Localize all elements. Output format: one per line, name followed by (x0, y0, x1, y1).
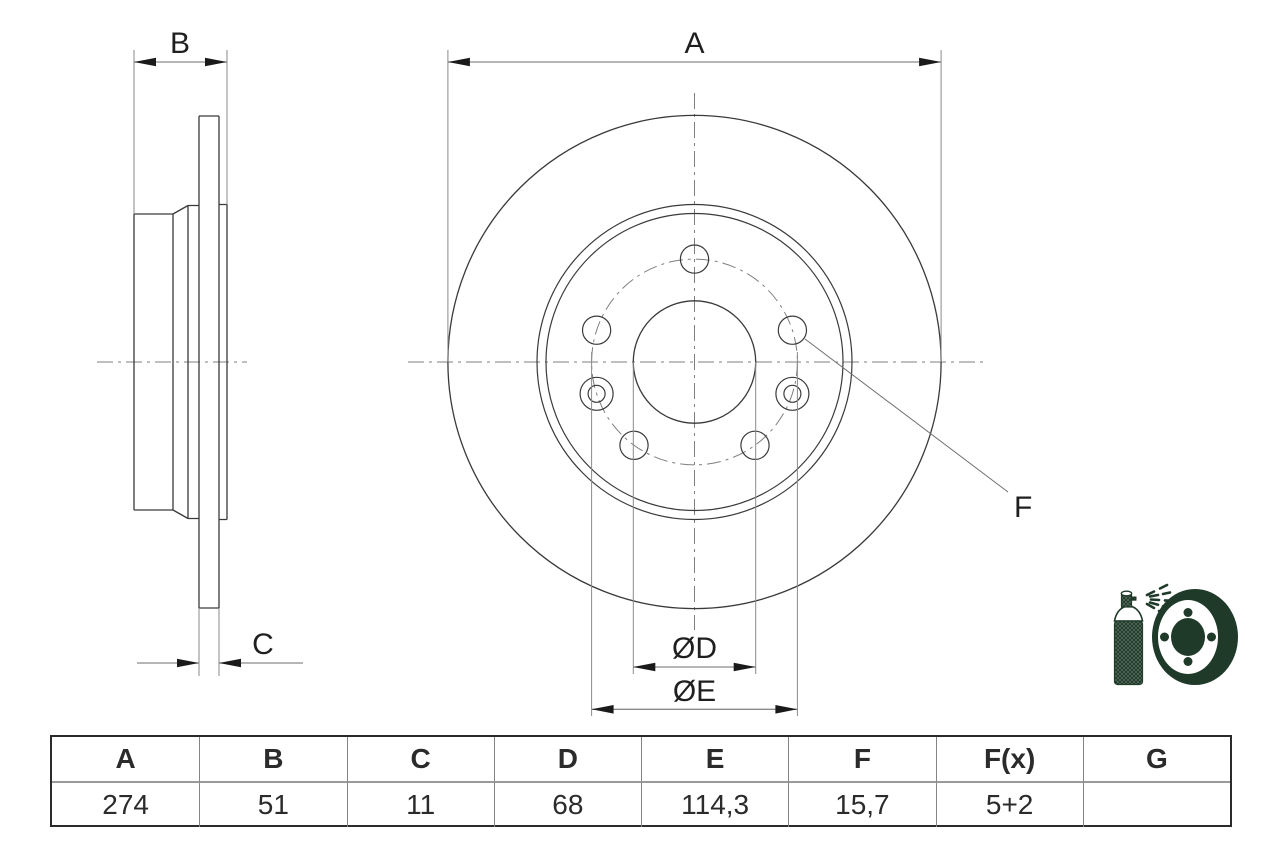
spray-can-nozzle (1130, 596, 1137, 601)
side-view (97, 115, 247, 609)
dimension-a-arrow-right (919, 57, 942, 67)
dimension-e: ØE (591, 352, 798, 716)
coated-disc-spray-icon (1113, 583, 1238, 686)
dimension-e-label: ØE (673, 675, 716, 708)
dimension-d-label: ØD (672, 632, 717, 665)
table-value-g (1082, 783, 1230, 827)
spray-dash (1149, 598, 1161, 602)
bolt-hole-top (679, 244, 710, 274)
table-header-f: F (788, 737, 936, 783)
spray-can-shoulder (1113, 605, 1144, 622)
dimension-e-arrow-right (775, 705, 798, 714)
table-header-c: C (346, 737, 494, 783)
table-header-g: G (1082, 737, 1230, 783)
spray-can-body (1113, 620, 1144, 686)
spray-dash (1148, 601, 1160, 607)
dimension-d-arrow-right (733, 662, 756, 672)
setscrew-hole-right-inner (783, 384, 802, 403)
side-view-step-band (219, 203, 228, 521)
dimension-f: F (804, 338, 1032, 524)
side-view-disc-plate (198, 115, 220, 609)
spray-dash (1148, 593, 1160, 598)
table-value-e: 114,3 (641, 783, 788, 827)
dimension-b-label: B (170, 27, 190, 60)
dimension-c-label: C (252, 628, 274, 661)
table-value-a: 274 (102, 789, 149, 820)
setscrew-hole-left-outer (579, 376, 614, 411)
dimension-d-extension-lines (632, 362, 757, 674)
dimension-c-arrow-left (177, 658, 199, 668)
spray-dash (1145, 590, 1156, 597)
spray-dash (1145, 602, 1156, 610)
setscrew-hole-right (775, 376, 810, 411)
table-header-fx: F(x) (935, 737, 1083, 783)
dimension-c-extension-lines (198, 608, 220, 676)
dimension-spec-table: A B C D E F F(x) G 274 51 11 68 114,3 15… (50, 735, 1232, 827)
spray-dash (1161, 591, 1172, 596)
table-value-c: 11 (346, 783, 494, 827)
hat-outer-circle (536, 203, 853, 521)
dimension-b-extension-lines (133, 50, 228, 214)
dimension-b: B (133, 27, 228, 214)
front-view (408, 93, 985, 630)
setscrew-hole-left (579, 376, 614, 411)
dimension-a-label: A (684, 27, 704, 60)
bolt-hole-lower-left (619, 430, 649, 460)
table-value-f: 15,7 (788, 783, 935, 827)
dimension-a-extension-lines (447, 50, 942, 362)
icon-bolt-hole-right (1207, 632, 1216, 642)
setscrew-hole-right-outer (775, 376, 810, 411)
table-header-d: D (493, 737, 641, 783)
dimension-c: C (137, 608, 303, 676)
bolt-hole-lower-right (740, 430, 770, 460)
dimension-a: A (447, 27, 942, 362)
dimension-d: ØD (632, 362, 757, 674)
bolt-hole-upper-right (777, 315, 808, 345)
dimension-a-arrow-left (447, 57, 470, 67)
side-view-hat-profile (133, 204, 199, 520)
dimension-d-arrow-left (633, 662, 656, 672)
dimension-f-leader-line (804, 338, 1009, 493)
table-header-b: B (199, 737, 347, 783)
dimension-c-arrow-right (219, 658, 241, 668)
icon-bolt-hole-top (1183, 608, 1193, 617)
spray-dash (1158, 583, 1169, 590)
icon-bolt-hole-bottom (1183, 657, 1193, 666)
dimension-b-arrow-right (205, 57, 227, 67)
dimension-e-extension-lines (591, 352, 798, 716)
hat-inner-circle (545, 212, 844, 512)
table-value-d: 68 (493, 783, 641, 827)
bolt-hole-upper-left (581, 315, 612, 345)
setscrew-hole-left-inner (587, 384, 606, 403)
icon-disc-hub (1171, 618, 1205, 656)
dimension-e-arrow-left (591, 705, 614, 714)
dimension-b-arrow-left (134, 57, 156, 67)
table-value-fx: 5+2 (935, 783, 1083, 827)
spray-can-cap-top (1120, 590, 1133, 597)
table-header-a: A (52, 737, 200, 783)
table-header-e: E (641, 737, 789, 783)
table-value-b: 51 (199, 783, 346, 827)
dimension-f-label: F (1014, 491, 1032, 524)
icon-bolt-hole-left (1160, 632, 1169, 642)
